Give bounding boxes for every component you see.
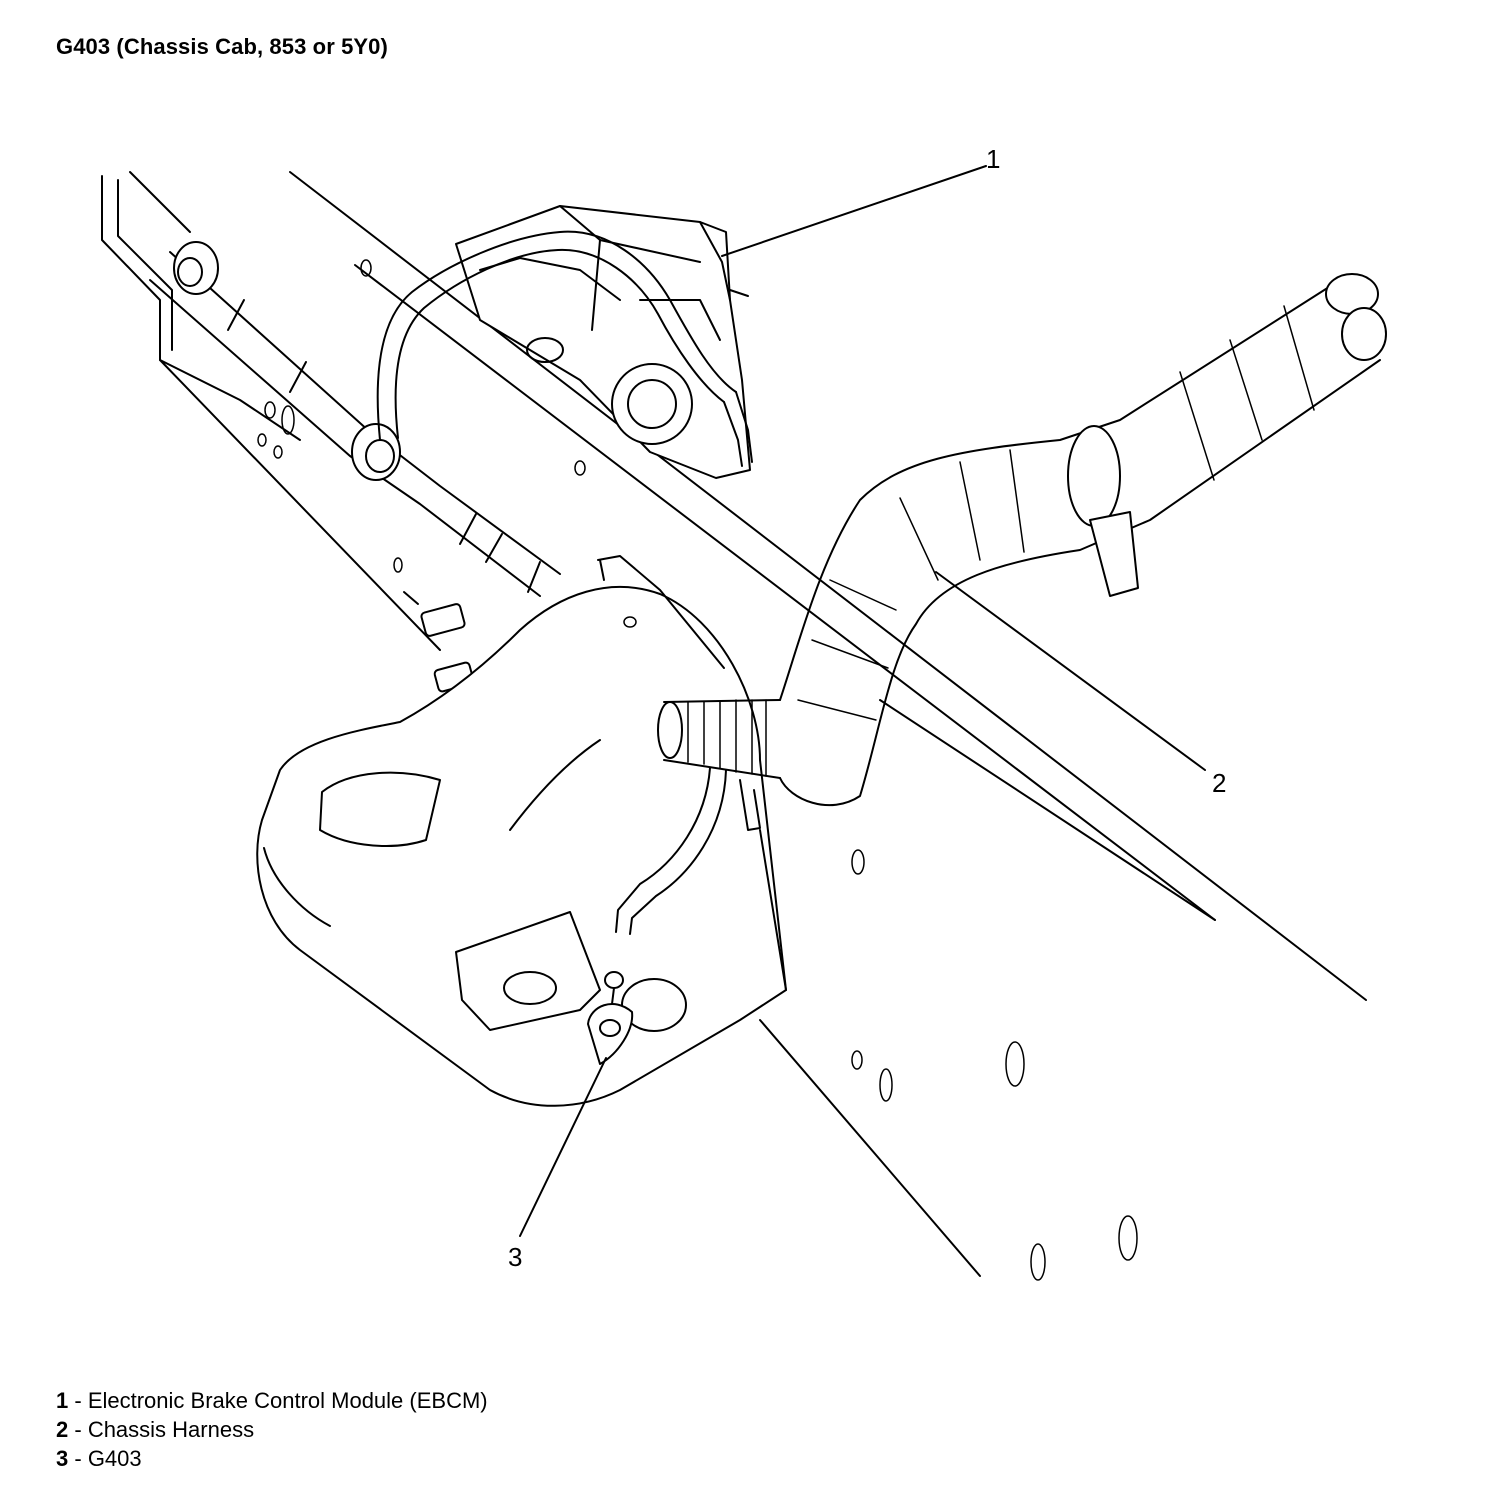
legend-separator: -	[68, 1388, 88, 1413]
legend-item-g403: 3 - G403	[56, 1444, 488, 1473]
g403-ground-terminal	[587, 971, 634, 1065]
legend: 1 - Electronic Brake Control Module (EBC…	[56, 1386, 488, 1473]
legend-separator: -	[68, 1417, 88, 1442]
page-title: G403 (Chassis Cab, 853 or 5Y0)	[56, 34, 388, 59]
legend-number: 1	[56, 1388, 69, 1413]
legend-number: 3	[56, 1446, 69, 1471]
legend-separator: -	[68, 1446, 88, 1471]
legend-item-chassis-harness: 2 - Chassis Harness	[56, 1415, 488, 1444]
legend-label: Electronic Brake Control Module (EBCM)	[87, 1388, 488, 1413]
legend-label: G403	[87, 1446, 142, 1471]
chassis-harness	[615, 273, 1387, 991]
mounting-plate	[256, 555, 787, 1107]
legend-label: Chassis Harness	[87, 1417, 255, 1442]
ebcm-module	[376, 205, 753, 479]
legend-number: 2	[56, 1417, 69, 1442]
left-bracket	[101, 171, 475, 693]
callout-2: 2	[1212, 768, 1226, 798]
callout-1: 1	[986, 144, 1000, 174]
callout-leaders	[519, 165, 1206, 1237]
upper-wire-loom	[149, 241, 561, 597]
frame-rail	[289, 171, 1367, 1281]
legend-item-ebcm: 1 - Electronic Brake Control Module (EBC…	[56, 1386, 488, 1415]
callout-3: 3	[508, 1242, 522, 1272]
